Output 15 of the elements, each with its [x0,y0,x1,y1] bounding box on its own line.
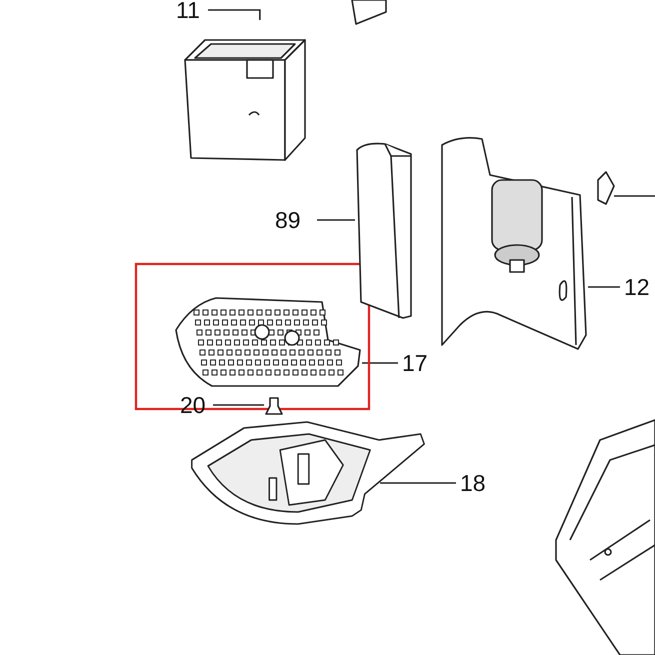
leader-line [380,482,456,484]
callout-number: 89 [275,208,311,232]
leader-line [213,404,264,406]
leader-line [208,9,261,20]
clip-drawing [264,396,284,416]
leader-line [588,286,620,288]
callout-number: 18 [460,471,496,495]
leader-line [317,219,355,221]
callout-number: 11 [176,0,206,22]
callout-number: 12 [624,275,654,299]
side-panel-drawing [355,142,413,320]
callout-number: 17 [402,351,438,375]
leader-line [362,362,398,364]
drip-tray-drawing [190,420,426,528]
front-cover-drawing [440,135,588,351]
